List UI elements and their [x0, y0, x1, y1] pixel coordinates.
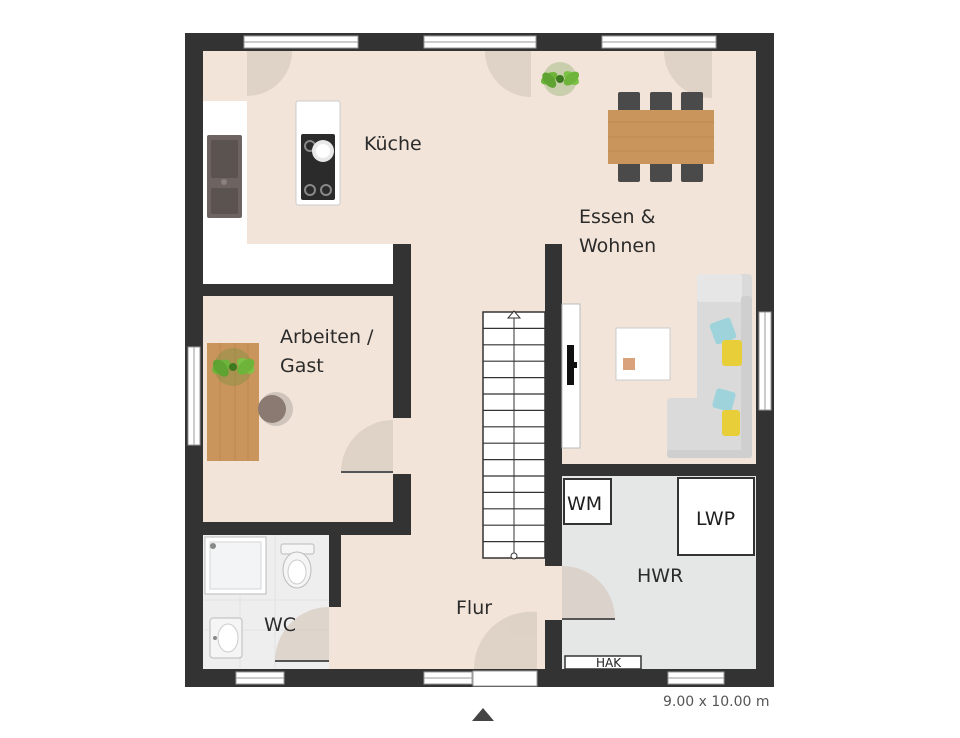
room-label-arbeiten-line1: Arbeiten / — [280, 326, 374, 348]
sink-icon — [207, 135, 242, 218]
room-label-essen-line1: Essen & — [579, 206, 656, 228]
fixture-label-lwp: LWP — [696, 508, 735, 530]
kitchen-counter-bottom — [203, 244, 393, 284]
dimension-label: 9.00 x 10.00 m — [663, 694, 770, 710]
window-lines — [193, 41, 766, 679]
toilet-icon — [280, 543, 315, 589]
washbasin-icon — [209, 617, 243, 659]
plant-icon — [541, 62, 580, 96]
shower-icon — [204, 536, 267, 595]
coffee-table — [615, 327, 671, 381]
room-label-wc: WC — [264, 614, 296, 636]
tv-icon — [567, 345, 577, 385]
coffee-table-decor — [623, 358, 635, 370]
stairs — [482, 310, 546, 560]
room-label-flur: Flur — [456, 597, 492, 619]
room-label-hwr: HWR — [637, 565, 683, 587]
washing-machine-box — [563, 478, 612, 525]
fixture-label-hak: HAK — [596, 656, 622, 670]
heat-pump-box — [677, 477, 755, 556]
room-label-essen-line2: Wohnen — [579, 235, 656, 257]
entrance-arrow-icon — [472, 708, 494, 721]
hak-box — [564, 655, 642, 670]
dining-table-grain — [608, 121, 714, 152]
sofa-cushions — [709, 317, 742, 436]
desk-chair — [258, 392, 293, 426]
fixture-label-wm: WM — [567, 493, 602, 515]
dining-chairs — [618, 92, 703, 182]
door-leaves — [275, 471, 615, 662]
room-label-arbeiten-line2: Gast — [280, 355, 324, 377]
door-swings — [247, 51, 712, 669]
room-label-kueche: Küche — [364, 133, 422, 155]
stove-icon — [295, 100, 341, 206]
plant-icon — [212, 348, 255, 386]
